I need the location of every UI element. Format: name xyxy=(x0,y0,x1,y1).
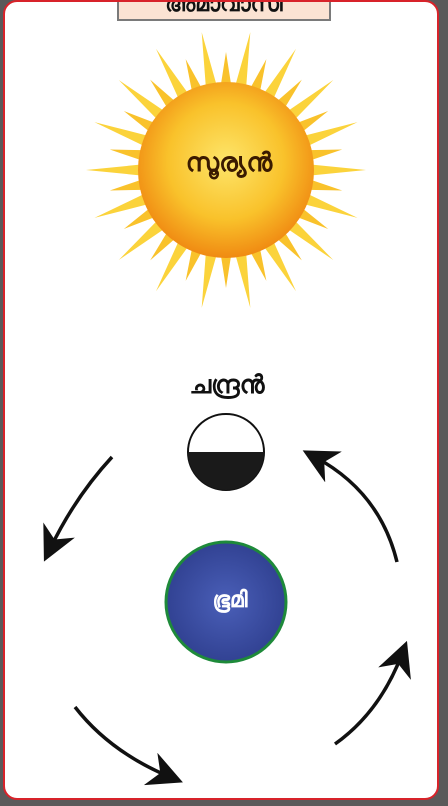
orbit-arrow-top-left xyxy=(50,457,112,549)
orbit-arrow-bottom-right xyxy=(335,654,402,744)
moon xyxy=(188,414,264,490)
moon-dark-half xyxy=(188,452,264,490)
sun-ray xyxy=(86,164,146,176)
diagram-card: അമാവാസി xyxy=(3,0,439,800)
orbit-arrow-bottom-left xyxy=(75,707,170,777)
sun-label: സൂര്യൻ xyxy=(159,148,299,179)
moon-label: ചന്ദ്രൻ xyxy=(167,370,287,400)
orbit-arrow-top-right xyxy=(315,457,397,562)
earth-label: ഭൂമി xyxy=(185,588,275,613)
moon-phase-diagram xyxy=(5,2,439,800)
sun-ray xyxy=(306,164,366,176)
diagram-title: അമാവാസി xyxy=(117,0,331,21)
